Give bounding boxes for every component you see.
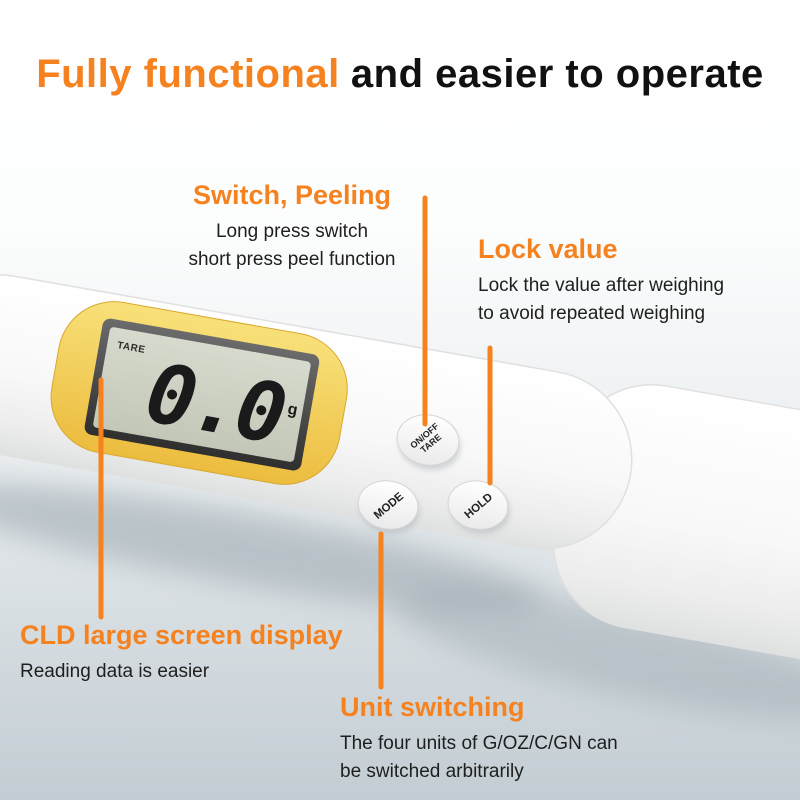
- callout-unit-switching: Unit switching The four units of G/OZ/C/…: [340, 692, 670, 785]
- callout-screen-heading: CLD large screen display: [20, 620, 343, 650]
- callout-switch-body-line2: short press peel function: [188, 248, 396, 270]
- callout-screen-body: Reading data is easier: [20, 658, 380, 686]
- callout-screen-display: CLD large screen display Reading data is…: [20, 620, 380, 686]
- callout-lock-body-line2: to avoid repeated weighing: [478, 302, 706, 324]
- page-title-highlight: Fully functional: [36, 52, 340, 96]
- callout-switch-peeling: Switch, Peeling Long press switch short …: [148, 180, 436, 273]
- callout-switch-body: Long press switch short press peel funct…: [148, 218, 436, 273]
- callout-unit-heading: Unit switching: [340, 692, 525, 722]
- callout-unit-body-line1: The four units of G/OZ/C/GN can: [340, 733, 618, 755]
- callout-lock-body-line1: Lock the value after weighing: [478, 275, 725, 297]
- callout-screen-body-line1: Reading data is easier: [20, 661, 210, 683]
- callout-switch-body-line1: Long press switch: [215, 221, 369, 243]
- callout-lock-heading: Lock value: [478, 234, 618, 264]
- lcd-tare-label: TARE: [116, 340, 146, 356]
- callout-lock-body: Lock the value after weighing to avoid r…: [478, 272, 798, 327]
- power-tare-button: [396, 414, 460, 466]
- hold-button: [447, 480, 509, 530]
- callout-switch-heading: Switch, Peeling: [192, 180, 392, 210]
- callout-lock-value: Lock value Lock the value after weighing…: [478, 234, 798, 327]
- callout-unit-body: The four units of G/OZ/C/GN can be switc…: [340, 730, 670, 785]
- lcd-unit-label: g: [286, 401, 299, 419]
- mode-button: [357, 480, 419, 530]
- callout-unit-body-line2: be switched arbitrarily: [340, 760, 524, 782]
- page-title-rest: and easier to operate: [350, 52, 764, 96]
- spoon-shadow-right: [395, 590, 800, 720]
- spoon-shadow-left: [0, 483, 546, 613]
- lcd-screen: [93, 327, 311, 462]
- lcd-reading: 0.0: [139, 346, 290, 463]
